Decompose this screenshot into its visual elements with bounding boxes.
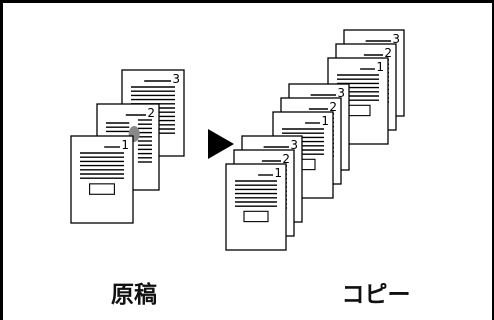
copy-set: 321 xyxy=(225,135,303,251)
original-caption: 原稿 xyxy=(111,282,157,308)
image-box xyxy=(243,210,269,223)
original-document-stack: 3 2 1 xyxy=(70,69,185,224)
page-number-label: 1 xyxy=(321,114,329,128)
page-outline xyxy=(70,135,134,224)
page-outline xyxy=(225,163,287,251)
page-number-label: 1 xyxy=(376,60,384,74)
copy-set: 321 xyxy=(272,83,350,199)
document-page: 1 xyxy=(225,163,287,251)
page-number-label: 1 xyxy=(121,138,129,152)
page-number-label: 1 xyxy=(274,166,282,180)
document-page: 1 xyxy=(70,135,134,224)
page-number-label: 2 xyxy=(147,106,155,120)
page-number-label: 2 xyxy=(282,152,290,166)
copy-caption: コピー xyxy=(341,282,411,308)
page-number-label: 2 xyxy=(384,46,392,60)
page-number-label: 2 xyxy=(329,100,337,114)
page-number-label: 3 xyxy=(172,72,180,86)
copy-set: 321 xyxy=(327,29,405,145)
image-box xyxy=(89,183,115,195)
arrow-right-icon xyxy=(208,129,234,159)
page-number-label: 3 xyxy=(290,138,298,152)
page-number-label: 3 xyxy=(392,32,400,46)
page-number-label: 3 xyxy=(337,86,345,100)
